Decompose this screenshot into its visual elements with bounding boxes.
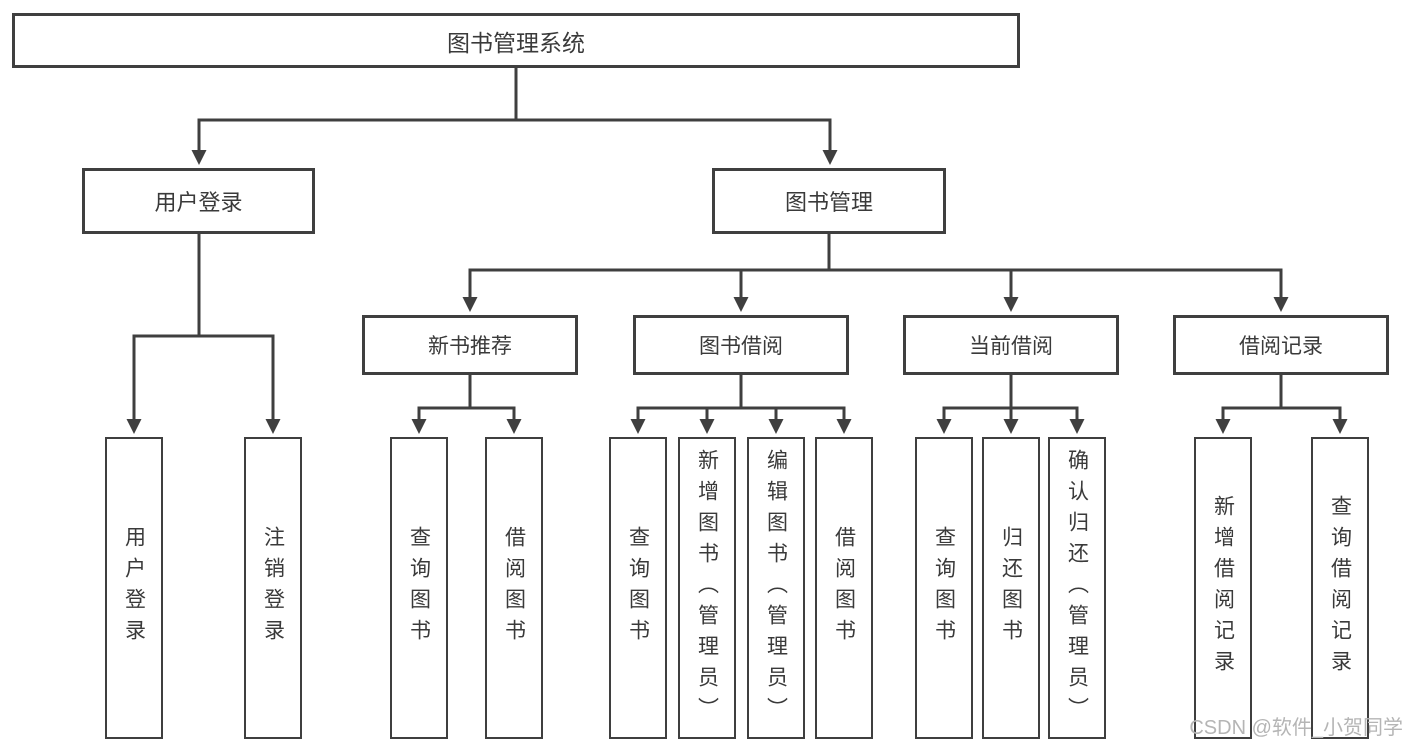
leaf-user-login: 用户登录 [105, 437, 163, 739]
leaf-nbr-query-books: 查询图书 [390, 437, 448, 739]
node-current-borrow-label: 当前借阅 [969, 335, 1053, 358]
leaf-cb-confirm-return-admin-label: 确认归还（管理员） [1065, 448, 1089, 728]
leaf-br-query-borrow-record-label: 查询借阅记录 [1328, 495, 1352, 681]
leaf-br-add-borrow-record: 新增借阅记录 [1194, 437, 1252, 739]
node-book-borrow: 图书借阅 [633, 315, 849, 375]
leaf-nbr-query-books-label: 查询图书 [407, 526, 431, 650]
leaf-logout-login: 注销登录 [244, 437, 302, 739]
node-new-book-recommend-label: 新书推荐 [428, 335, 512, 358]
leaf-cb-query-books-label: 查询图书 [932, 526, 956, 650]
leaf-cb-return-book: 归还图书 [982, 437, 1040, 739]
leaf-cb-query-books: 查询图书 [915, 437, 973, 739]
node-borrow-records: 借阅记录 [1173, 315, 1389, 375]
leaf-logout-login-label: 注销登录 [261, 526, 285, 650]
node-borrow-records-label: 借阅记录 [1239, 335, 1323, 358]
node-user-login-label: 用户登录 [154, 190, 243, 215]
csdn-watermark: CSDN @软件_小贺同学 [1189, 717, 1403, 739]
node-book-management: 图书管理 [712, 168, 946, 234]
leaf-bb-add-book-admin: 新增图书（管理员） [678, 437, 736, 739]
node-user-login: 用户登录 [82, 168, 315, 234]
leaf-bb-edit-book-admin-label: 编辑图书（管理员） [764, 448, 788, 728]
leaf-user-login-label: 用户登录 [122, 526, 146, 650]
node-current-borrow: 当前借阅 [903, 315, 1119, 375]
leaf-bb-add-book-admin-label: 新增图书（管理员） [695, 448, 719, 728]
leaf-bb-query-books-label: 查询图书 [626, 526, 650, 650]
node-book-borrow-label: 图书借阅 [699, 335, 783, 358]
node-book-management-label: 图书管理 [784, 190, 873, 215]
leaf-cb-return-book-label: 归还图书 [999, 526, 1023, 650]
node-root: 图书管理系统 [12, 13, 1020, 68]
leaf-bb-borrow-books: 借阅图书 [815, 437, 873, 739]
leaf-bb-query-books: 查询图书 [609, 437, 667, 739]
node-root-label: 图书管理系统 [447, 29, 585, 56]
leaf-cb-confirm-return-admin: 确认归还（管理员） [1048, 437, 1106, 739]
leaf-bb-edit-book-admin: 编辑图书（管理员） [747, 437, 805, 739]
node-new-book-recommend: 新书推荐 [362, 315, 578, 375]
leaf-nbr-borrow-books: 借阅图书 [485, 437, 543, 739]
leaf-br-add-borrow-record-label: 新增借阅记录 [1211, 495, 1235, 681]
leaf-nbr-borrow-books-label: 借阅图书 [502, 526, 526, 650]
leaf-bb-borrow-books-label: 借阅图书 [832, 526, 856, 650]
leaf-br-query-borrow-record: 查询借阅记录 [1311, 437, 1369, 739]
